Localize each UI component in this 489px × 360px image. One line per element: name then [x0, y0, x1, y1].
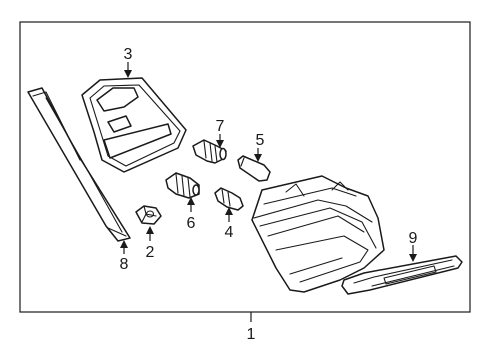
leader-8: [120, 240, 128, 254]
part-2-nut: [135, 205, 162, 225]
part-9-reflector: [341, 255, 463, 295]
leader-9: [409, 245, 417, 262]
part-3-gasket: [81, 77, 187, 173]
part-4-bulb: [214, 187, 244, 211]
callout-3: 3: [124, 46, 133, 63]
part-7-bulb: [192, 139, 227, 164]
part-5-bulb: [237, 155, 271, 182]
callout-5: 5: [256, 132, 265, 149]
leader-7: [216, 134, 224, 148]
leader-3: [124, 62, 132, 78]
callout-2: 2: [146, 244, 155, 261]
callout-6: 6: [187, 215, 196, 232]
callout-7: 7: [216, 118, 225, 135]
callout-1: 1: [247, 326, 256, 343]
callout-9: 9: [409, 230, 418, 247]
callout-4: 4: [225, 224, 234, 241]
leader-6: [187, 197, 195, 212]
leader-5: [254, 148, 262, 162]
leader-4: [225, 207, 233, 222]
callout-8: 8: [120, 256, 129, 273]
part-6-socket: [165, 172, 200, 199]
part-1-lamp-housing: [251, 175, 385, 293]
part-8-molding: [27, 87, 131, 242]
assembly-frame: [19, 21, 471, 313]
leader-2: [146, 226, 154, 241]
